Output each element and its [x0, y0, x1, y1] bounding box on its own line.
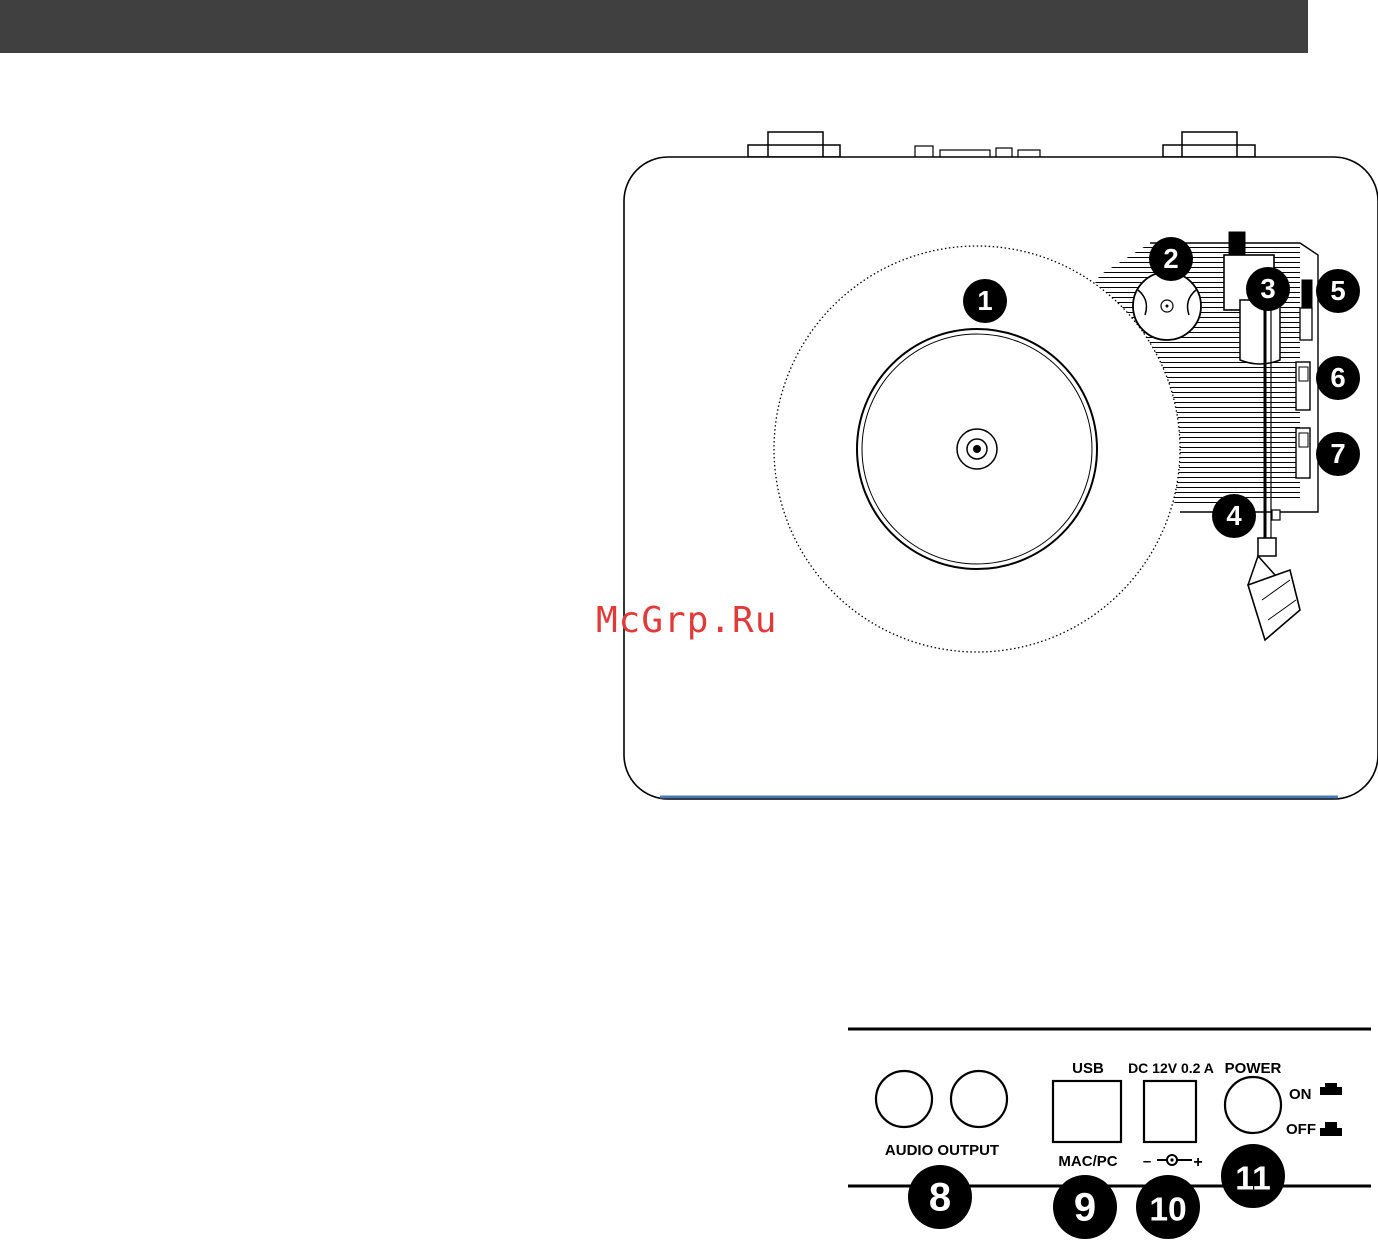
hinge-left	[748, 132, 840, 158]
dc-polarity-icon	[1157, 1155, 1192, 1165]
usb-port	[1053, 1081, 1121, 1142]
callout-number: 11	[1235, 1160, 1271, 1197]
callout-number: 5	[1330, 275, 1345, 306]
callout-platter: 1	[963, 279, 1007, 323]
callout-adapter: 2	[1149, 237, 1193, 281]
callout-number: 3	[1260, 273, 1275, 304]
callout-number: 9	[1074, 1185, 1096, 1229]
dc-input	[1144, 1081, 1196, 1142]
callout-tonearm-rest: 3	[1246, 267, 1290, 311]
mac-pc-label: MAC/PC	[1058, 1153, 1117, 1170]
polarity-minus: –	[1143, 1153, 1151, 1170]
power-switch-icons	[1320, 1083, 1342, 1136]
hinge-right	[1163, 132, 1255, 158]
callout-number: 2	[1163, 243, 1178, 274]
callout-dc-in: 10	[1136, 1175, 1200, 1239]
callout-number: 4	[1226, 500, 1242, 531]
callout-power: 11	[1221, 1144, 1285, 1208]
callout-audio-output: 8	[908, 1165, 972, 1229]
callout-cue-lever: 5	[1316, 269, 1360, 313]
usb-label: USB	[1072, 1060, 1104, 1077]
callout-switch-b: 7	[1316, 432, 1360, 476]
callout-number: 7	[1330, 438, 1345, 469]
audio-output-right-jack	[951, 1071, 1007, 1127]
audio-output-label: AUDIO OUTPUT	[885, 1142, 999, 1159]
callout-number: 10	[1149, 1191, 1186, 1228]
off-label: OFF	[1286, 1121, 1316, 1138]
polarity-plus: +	[1193, 1154, 1202, 1171]
power-button	[1225, 1077, 1281, 1133]
callout-usb: 9	[1053, 1175, 1117, 1239]
turntable-top-view	[624, 132, 1378, 799]
on-label: ON	[1289, 1086, 1312, 1103]
dc-label: DC 12V 0.2 A	[1128, 1060, 1214, 1076]
power-label: POWER	[1225, 1060, 1282, 1077]
callout-number: 1	[977, 285, 992, 316]
callout-tonearm: 4	[1212, 494, 1256, 538]
callout-switch-a: 6	[1316, 356, 1360, 400]
45-adapter	[1133, 272, 1201, 340]
callout-number: 6	[1330, 362, 1345, 393]
watermark: McGrp.Ru	[596, 600, 777, 641]
audio-output-left-jack	[876, 1071, 932, 1127]
callout-number: 8	[929, 1175, 951, 1219]
rear-panel: AUDIO OUTPUT USB MAC/PC DC 12V 0.2 A – +…	[848, 1029, 1371, 1186]
